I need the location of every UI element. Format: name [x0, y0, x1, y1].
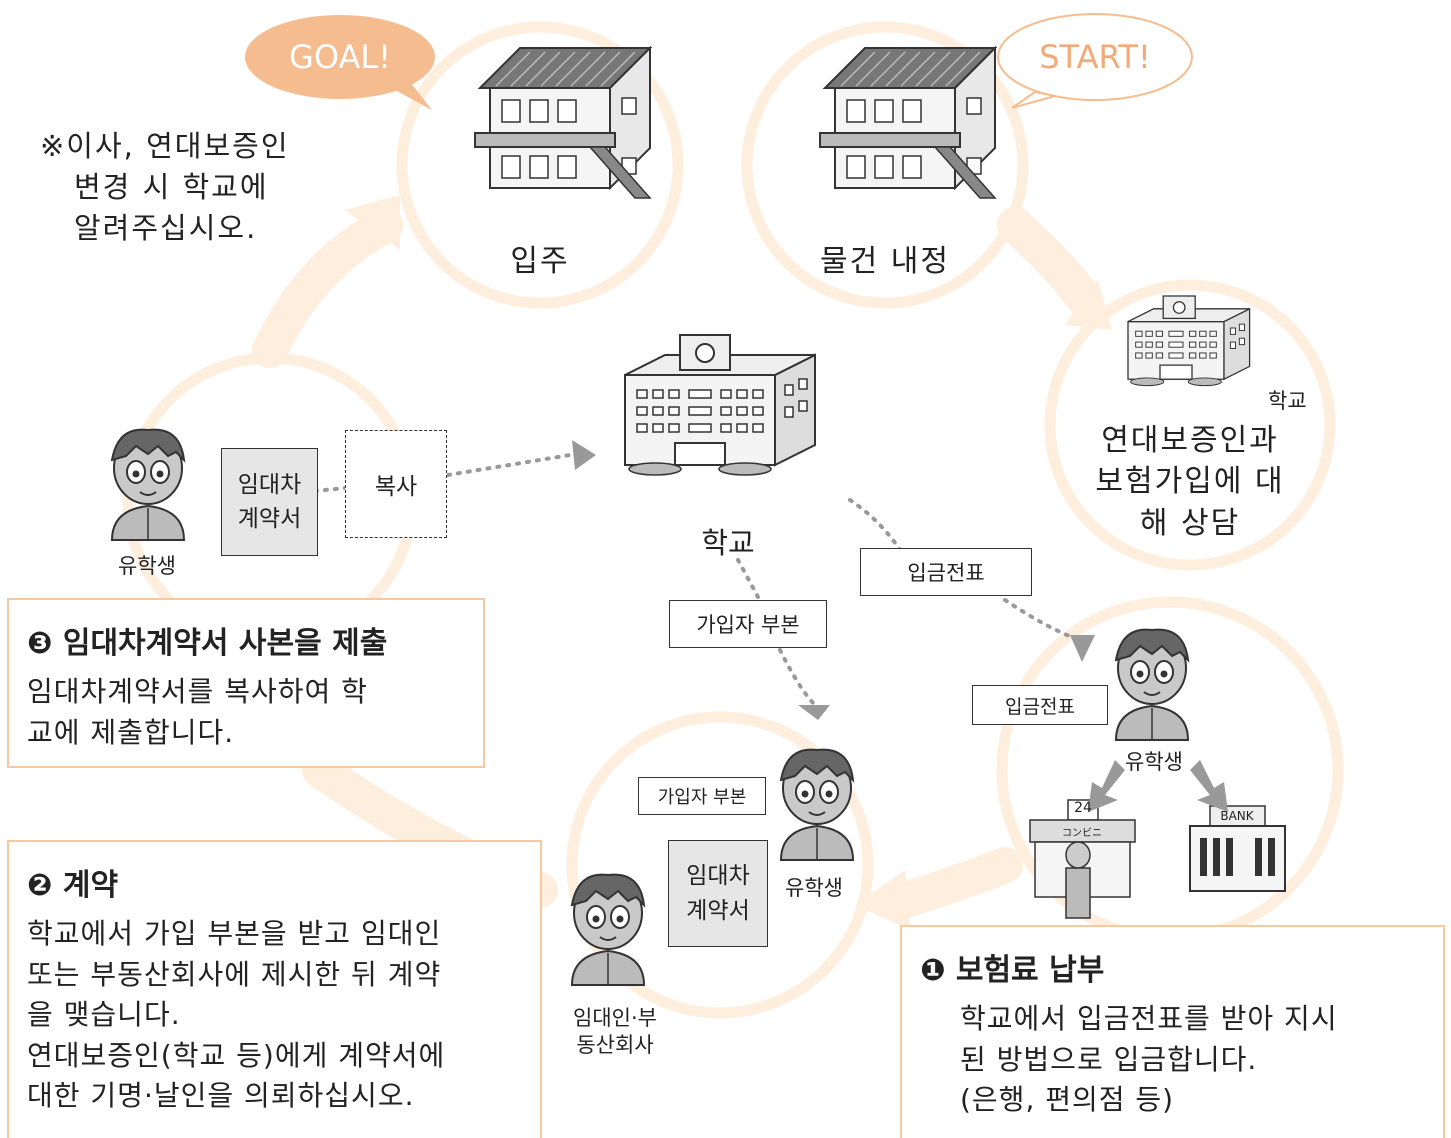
step1-line: 학교에서 입금전표를 받아 지시 — [960, 1002, 1338, 1035]
stage-consult: 연대보증인과 보험가입에 대 해 상담 — [1070, 420, 1310, 544]
school-building-icon-center — [624, 334, 816, 476]
note-line: ※이사, 연대보증인 — [40, 129, 290, 163]
subscriber-part-box-middle: 가입자 부본 — [638, 777, 766, 815]
convenience-store-icon — [1029, 799, 1136, 919]
lease-contract-line: 임대차 — [237, 471, 302, 498]
circle-property — [741, 21, 1029, 309]
note-line: 알려주십시오. — [74, 211, 258, 246]
house-icon-move-in — [474, 47, 651, 199]
student-icon-left — [111, 428, 185, 541]
step3-text: 임대차계약서를 복사하여 학 교에 제출합니다. — [27, 672, 465, 753]
step3-panel: ❸ 임대차계약서 사본을 제출 임대차계약서를 복사하여 학 교에 제출합니다. — [7, 598, 485, 768]
goal-bubble — [245, 15, 435, 110]
school-label-center: 학교 — [701, 526, 755, 560]
school-building-icon-small — [1127, 295, 1251, 387]
sign-bank: BANK — [1220, 809, 1254, 823]
circle-consult — [1044, 279, 1336, 571]
step2-line: 대한 기명·날인을 의뢰하십시오. — [27, 1079, 415, 1113]
lease-contract-line: 계약서 — [237, 506, 302, 532]
step3-line: 임대차계약서를 복사하여 학 — [27, 675, 368, 708]
step1-text: 학교에서 입금전표를 받아 지시 된 방법으로 입금합니다. (은행, 편의점 … — [920, 999, 1425, 1121]
student-icon-right — [1115, 628, 1189, 741]
lease-contract-line: 계약서 — [686, 897, 750, 924]
stage-move-in: 입주 — [510, 244, 570, 279]
stage-property: 물건 내정 — [820, 244, 950, 279]
student-icon-middle — [780, 748, 854, 861]
step1-title: ❶ 보험료 납부 — [920, 953, 1105, 988]
house-icon-property — [819, 47, 996, 199]
step2-line: 을 맺습니다. — [27, 998, 181, 1032]
split-arrows — [1088, 760, 1228, 812]
school-label-small: 학교 — [1268, 389, 1307, 413]
lease-contract-left: 임대차 계약서 — [221, 448, 318, 556]
step1-panel: ❶ 보험료 납부 학교에서 입금전표를 받아 지시 된 방법으로 입금합니다. … — [900, 925, 1445, 1138]
landlord-label-line: 동산회사 — [576, 1033, 654, 1058]
moving-note: ※이사, 연대보증인 변경 시 학교에 알려주십시오. — [40, 126, 290, 250]
bank-icon — [1189, 805, 1286, 892]
flow-arrowheads — [345, 195, 1112, 930]
step2-title: ❷ 계약 — [27, 868, 119, 903]
step2-line: 학교에서 가입 부본을 받고 임대인 — [27, 917, 442, 950]
stage-consult-line: 연대보증인과 — [1101, 423, 1279, 458]
student-label-middle: 유학생 — [785, 876, 843, 900]
sign-konbini: コンビニ — [1062, 828, 1102, 839]
step2-text: 학교에서 가입 부본을 받고 임대인 또는 부동산회사에 제시한 뒤 계약 을 … — [27, 914, 522, 1117]
landlord-label: 임대인·부 동산회사 — [555, 1005, 675, 1060]
stage-consult-line: 해 상담 — [1139, 505, 1241, 541]
copy-box: 복사 — [345, 430, 447, 538]
stage-consult-line: 보험가입에 대 — [1095, 464, 1285, 500]
step3-line: 교에 제출합니다. — [27, 715, 235, 749]
step2-line: 연대보증인(학교 등)에게 계약서에 — [27, 1038, 446, 1072]
student-label-right: 유학생 — [1125, 750, 1183, 774]
subscriber-part-box-top: 가입자 부본 — [669, 600, 827, 648]
lease-contract-middle: 임대차 계약서 — [668, 840, 768, 947]
lease-contract-line: 임대차 — [686, 863, 750, 889]
goal-label: GOAL! — [289, 38, 391, 76]
circle-move-in — [396, 21, 684, 309]
circle-contract — [566, 711, 874, 1019]
landlord-label-line: 임대인·부 — [573, 1006, 657, 1030]
sign-24: 24 — [1074, 800, 1092, 816]
note-line: 변경 시 학교에 — [74, 170, 269, 205]
step2-line: 또는 부동산회사에 제시한 뒤 계약 — [27, 957, 442, 991]
step1-line: (은행, 편의점 등) — [960, 1083, 1175, 1117]
deposit-slip-box-middle: 입금전표 — [972, 685, 1108, 725]
student-label-left: 유학생 — [118, 554, 176, 578]
start-label: START! — [1039, 38, 1151, 76]
landlord-icon — [571, 873, 645, 986]
step1-line: 된 방법으로 입금합니다. — [960, 1042, 1258, 1076]
deposit-slip-box-top: 입금전표 — [860, 548, 1032, 596]
dotted-arrowheads — [572, 440, 1095, 720]
start-bubble — [997, 13, 1193, 109]
step3-title: ❸ 임대차계약서 사본을 제출 — [27, 626, 388, 661]
step2-panel: ❷ 계약 학교에서 가입 부본을 받고 임대인 또는 부동산회사에 제시한 뒤 … — [7, 840, 542, 1138]
